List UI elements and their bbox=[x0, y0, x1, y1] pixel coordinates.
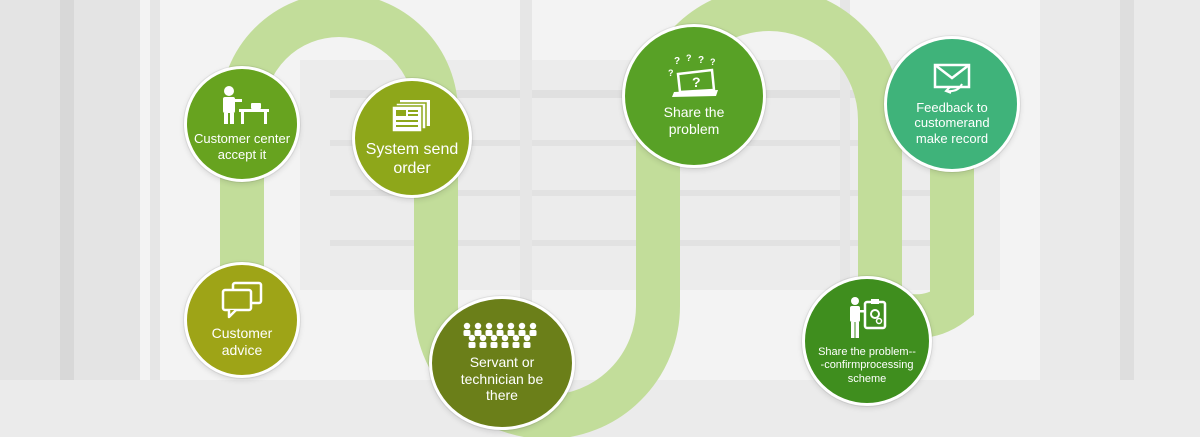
step-label: Servant or technician be there bbox=[460, 353, 544, 404]
step-share-problem: ? ? ? ? ? ? Share the problem bbox=[622, 24, 766, 168]
step-label: Customer advice bbox=[211, 325, 273, 358]
step-label: Share the problem-- -confirmprocessing s… bbox=[818, 346, 916, 385]
chat-bubbles-icon bbox=[221, 281, 263, 319]
flow-path-stroke bbox=[220, 0, 974, 437]
svg-text:?: ? bbox=[710, 57, 716, 67]
documents-icon bbox=[391, 99, 430, 133]
step-label: Customer center accept it bbox=[193, 131, 291, 162]
svg-text:?: ? bbox=[668, 68, 674, 78]
step-customer-advice: Customer advice bbox=[184, 262, 300, 378]
svg-text:?: ? bbox=[674, 56, 680, 67]
step-label: Feedback to customerand make record bbox=[914, 99, 990, 146]
svg-text:?: ? bbox=[698, 55, 704, 66]
step-feedback: Feedback to customerand make record bbox=[884, 36, 1020, 172]
step-customer-center: Customer center accept it bbox=[184, 66, 300, 182]
envelope-icon bbox=[933, 63, 971, 94]
step-system-send-order: System send order bbox=[352, 78, 472, 198]
team-group-icon bbox=[463, 322, 537, 348]
step-servant-technician: Servant or technician be there bbox=[429, 296, 575, 430]
presenter-board-icon bbox=[850, 297, 887, 339]
step-label: Share the problem bbox=[663, 104, 725, 137]
svg-text:?: ? bbox=[686, 54, 692, 63]
operator-at-desk-icon bbox=[223, 86, 269, 125]
svg-text:?: ? bbox=[692, 74, 701, 90]
step-label: System send order bbox=[365, 140, 459, 177]
laptop-question-icon: ? ? ? ? ? ? bbox=[668, 54, 718, 98]
step-share-problem-confirm: Share the problem-- -confirmprocessing s… bbox=[802, 276, 932, 406]
